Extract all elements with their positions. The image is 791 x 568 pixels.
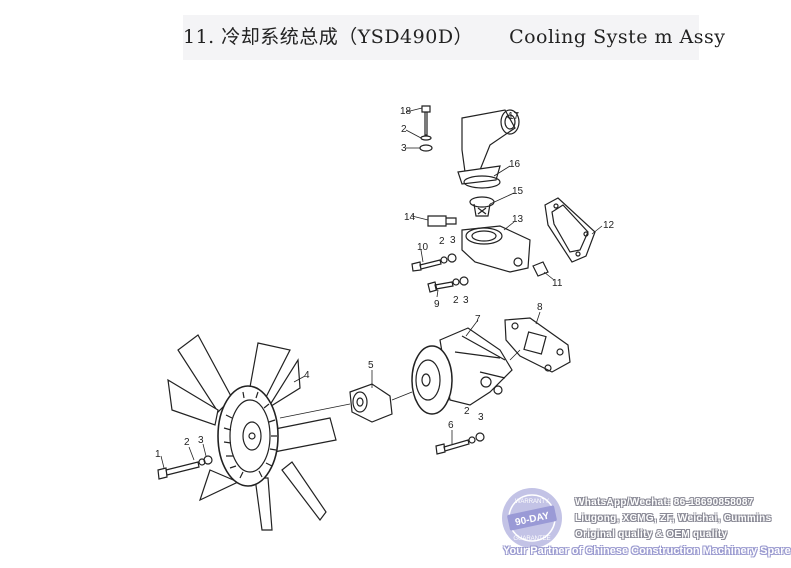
callout-15: 15	[512, 186, 524, 197]
page-title: 11. 冷却系统总成（YSD490D） Cooling Syste m Assy	[183, 22, 726, 49]
thermostat	[469, 196, 495, 217]
washer-2-mid	[440, 256, 448, 264]
badge-top: WARRANTY	[515, 499, 549, 505]
callout-18: 18	[400, 106, 412, 117]
bolt-1	[157, 461, 200, 480]
watermark-quality: Original quality & OEM quality	[575, 529, 728, 540]
watermark-brands: Liugong, XCMG, ZF, Weichai, Cummins	[575, 513, 772, 524]
water-pump	[411, 327, 513, 415]
callout-14: 14	[404, 212, 416, 223]
title-cn: 11. 冷却系统总成（YSD490D）	[183, 26, 474, 48]
callout-3-low: 3	[463, 295, 469, 306]
bolt-6	[435, 439, 470, 455]
washer-2-pump	[468, 436, 476, 444]
temperature-sensor	[427, 215, 457, 227]
callout-11: 11	[552, 278, 563, 289]
warranty-badge: 90-DAY WARRANTY GUARANTEE	[502, 488, 562, 548]
callout-2-mid: 2	[439, 236, 445, 247]
bolt-10	[411, 259, 442, 272]
washer-2-top	[420, 135, 432, 141]
washer-3-mid	[447, 253, 457, 263]
callout-3-pump: 3	[478, 412, 484, 423]
washer-3-fan	[203, 455, 213, 465]
title-en: Cooling Syste m Assy	[509, 26, 726, 48]
callout-16: 16	[509, 159, 521, 170]
washer-3-pump	[475, 432, 485, 442]
callout-3-top: 3	[401, 143, 407, 154]
fan-spacer	[349, 383, 393, 423]
watermark-footer: Your Partner of Chinese Construction Mac…	[503, 545, 791, 557]
washer-3-low	[459, 276, 469, 286]
callout-3-mid: 3	[450, 235, 456, 246]
watermark-contact: WhatsApp/Wechat: 86-18690858087	[575, 497, 754, 508]
callout-10: 10	[417, 242, 429, 253]
outlet-gasket	[463, 175, 501, 189]
callout-2-pump: 2	[464, 406, 470, 417]
bolt-18	[421, 105, 431, 136]
title-bar	[183, 15, 699, 60]
callout-3-fan: 3	[198, 435, 204, 446]
water-outlet	[457, 109, 520, 185]
badge-bottom: GUARANTEE	[513, 536, 550, 542]
callout-2-low: 2	[453, 295, 459, 306]
callout-9: 9	[434, 299, 440, 310]
housing-gasket	[544, 197, 596, 263]
callout-8: 8	[537, 302, 543, 313]
callout-2-top: 2	[401, 124, 407, 135]
callout-4: 4	[304, 370, 310, 381]
fan-assembly	[167, 334, 337, 531]
callout-13: 13	[512, 214, 524, 225]
washer-2-low	[452, 278, 460, 286]
bolt-9	[427, 281, 454, 293]
callout-5: 5	[368, 360, 374, 371]
callout-1: 1	[155, 449, 161, 460]
callout-2-fan: 2	[184, 437, 190, 448]
callout-12: 12	[603, 220, 615, 231]
thermostat-housing	[461, 225, 531, 273]
callout-17: 17	[508, 111, 520, 122]
pump-gasket	[504, 317, 571, 373]
callout-7: 7	[475, 314, 481, 325]
callout-6: 6	[448, 420, 454, 431]
washer-3-top	[419, 144, 433, 152]
